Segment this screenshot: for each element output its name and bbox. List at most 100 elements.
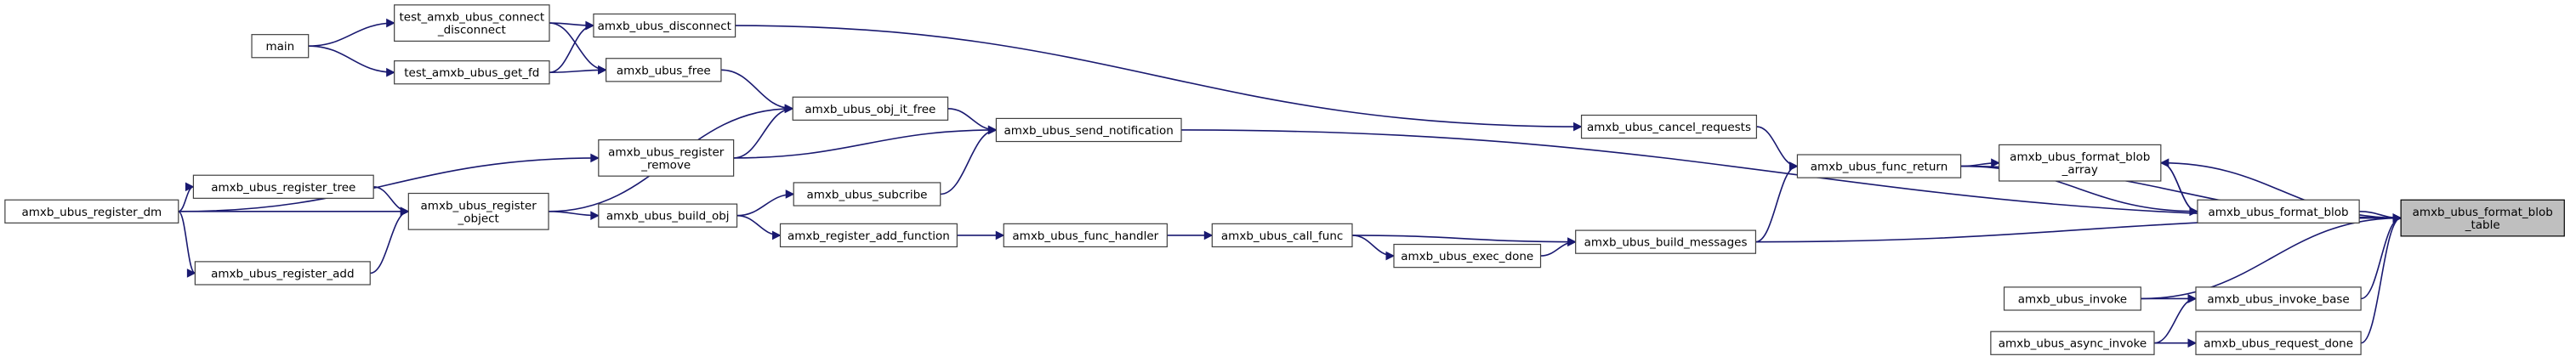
arrowhead [386, 18, 395, 28]
node-label: amxb_ubus_register_dm [21, 206, 162, 219]
node-test-get-fd[interactable]: test_amxb_ubus_get_fd [394, 60, 550, 85]
arrowhead [590, 211, 600, 220]
node-amxb-ubus-call-func[interactable]: amxb_ubus_call_func [1211, 223, 1353, 248]
node-amxb-ubus-cancel-requests[interactable]: amxb_ubus_cancel_requests [1580, 114, 1758, 139]
edge-amxb_ubus_async_invoke-to-amxb_ubus_invoke_base [2153, 294, 2198, 344]
edge-amxb_ubus_register_dm-to-amxb_ubus_register_object [178, 206, 410, 217]
node-amxb-ubus-invoke[interactable]: amxb_ubus_invoke [2003, 286, 2141, 311]
node-label: amxb_ubus_free [617, 64, 711, 77]
node-label: amxb_ubus_invoke [2018, 292, 2127, 306]
edge-amxb_ubus_register_dm-to-amxb_ubus_register_remove [178, 153, 600, 212]
node-label: amxb_ubus_format_blob [2413, 206, 2553, 219]
node-amxb-ubus-func-return[interactable]: amxb_ubus_func_return [1796, 154, 1962, 178]
node-amxb-register-add-function[interactable]: amxb_register_add_function [779, 223, 958, 248]
edge-amxb_ubus_disconnect-to-amxb_ubus_cancel_requests [735, 25, 1583, 132]
node-amxb-ubus-build-obj[interactable]: amxb_ubus_build_obj [598, 203, 738, 228]
node-amxb-ubus-register-dm[interactable]: amxb_ubus_register_dm [4, 199, 179, 223]
arrowhead [400, 206, 410, 217]
node-label: amxb_register_add_function [788, 229, 950, 243]
edge-amxb_ubus_call_func-to-amxb_ubus_exec_done [1351, 235, 1396, 261]
edge-amxb_ubus_register_object-to-amxb_ubus_build_obj [549, 211, 600, 220]
edge-amxb_ubus_register_dm-to-amxb_ubus_register_add [178, 211, 196, 278]
node-amxb-ubus-format-blob-array[interactable]: amxb_ubus_format_blob_array [1999, 144, 2162, 182]
node-label: test_amxb_ubus_connect [399, 11, 544, 25]
arrowhead [995, 230, 1005, 240]
node-amxb-ubus-format-blob-table: amxb_ubus_format_blob_table [2400, 199, 2565, 237]
node-label: amxb_ubus_exec_done [1401, 250, 1533, 263]
node-label: amxb_ubus_build_messages [1584, 236, 1748, 250]
arrowhead [598, 65, 607, 75]
node-label: amxb_ubus_subcribe [806, 188, 927, 201]
node-label: amxb_ubus_obj_it_free [805, 103, 935, 116]
arrowhead [1788, 161, 1799, 171]
node-main[interactable]: main [251, 34, 310, 59]
edge-amxb_ubus_register_remove-to-amxb_ubus_obj_it_free [733, 104, 794, 159]
node-label: amxb_ubus_format_blob [2208, 206, 2348, 219]
node-label: amxb_ubus_disconnect [598, 20, 731, 33]
node-amxb-ubus-send-notification[interactable]: amxb_ubus_send_notification [995, 117, 1182, 143]
node-amxb-ubus-async-invoke[interactable]: amxb_ubus_async_invoke [1990, 331, 2155, 355]
edge-main-to-test_connect_disconnect [308, 18, 395, 48]
node-amxb-ubus-request-done[interactable]: amxb_ubus_request_done [2195, 331, 2362, 355]
node-label: amxb_ubus_cancel_requests [1587, 121, 1751, 134]
node-amxb-ubus-register-tree[interactable]: amxb_ubus_register_tree [192, 174, 374, 199]
edge-amxb_ubus_build_obj-to-amxb_ubus_subcribe [736, 189, 795, 217]
node-label: _remove [640, 158, 691, 172]
node-amxb-ubus-register-add[interactable]: amxb_ubus_register_add [194, 261, 371, 286]
edge-amxb_register_add_function-to-amxb_ubus_func_handler [957, 230, 1005, 240]
node-label: amxb_ubus_register [421, 199, 537, 212]
node-test-connect-disconnect[interactable]: test_amxb_ubus_connect_disconnect [394, 4, 550, 42]
edge-test_get_fd-to-amxb_ubus_disconnect [549, 20, 595, 73]
node-amxb-ubus-func-handler[interactable]: amxb_ubus_func_handler [1003, 223, 1168, 248]
arrowhead [2392, 213, 2403, 223]
node-amxb-ubus-build-messages[interactable]: amxb_ubus_build_messages [1575, 229, 1757, 254]
node-label: test_amxb_ubus_get_fd [404, 66, 539, 80]
node-label: _array [2061, 163, 2098, 177]
edge-amxb_ubus_exec_done-to-amxb_ubus_build_messages [1540, 237, 1577, 257]
node-label: _object [457, 212, 498, 225]
node-label: amxb_ubus_async_invoke [1999, 337, 2147, 351]
node-label: main [265, 40, 294, 54]
node-amxb-ubus-format-blob[interactable]: amxb_ubus_format_blob [2197, 199, 2360, 223]
arrowhead [1573, 122, 1583, 132]
arrowhead [1385, 251, 1396, 261]
arrowhead [987, 125, 998, 135]
node-label: _disconnect [437, 24, 506, 37]
edge-amxb_ubus_subcribe-to-amxb_ubus_send_notification [940, 125, 998, 195]
edge-amxb_ubus_free-to-amxb_ubus_obj_it_free [720, 69, 794, 114]
node-amxb-ubus-obj-it-free[interactable]: amxb_ubus_obj_it_free [792, 96, 949, 121]
edge-amxb_ubus_request_done-to-amxb_ubus_format_blob_table [2360, 213, 2403, 344]
node-amxb-ubus-register-remove[interactable]: amxb_ubus_register_remove [598, 139, 735, 177]
node-amxb-ubus-free[interactable]: amxb_ubus_free [606, 58, 722, 82]
arrowhead [784, 104, 794, 114]
node-label: amxb_ubus_build_obj [606, 210, 730, 223]
node-label: amxb_ubus_request_done [2204, 337, 2353, 351]
arrowhead [2189, 206, 2199, 217]
edge-main-to-test_get_fd [308, 45, 395, 77]
edge-test_get_fd-to-amxb_ubus_free [549, 65, 607, 75]
arrowhead [585, 20, 595, 31]
arrowhead [1203, 230, 1214, 240]
node-label: amxb_ubus_format_blob [2010, 150, 2150, 164]
arrowhead [186, 269, 196, 278]
edge-amxb_ubus_build_obj-to-amxb_register_add_function [736, 214, 782, 240]
node-label: amxb_ubus_register_add [211, 267, 354, 280]
node-amxb-ubus-invoke-base[interactable]: amxb_ubus_invoke_base [2195, 286, 2362, 311]
node-amxb-ubus-disconnect[interactable]: amxb_ubus_disconnect [593, 13, 736, 38]
node-label: _table [2465, 218, 2500, 232]
arrowhead [2187, 338, 2198, 348]
node-label: amxb_ubus_invoke_base [2207, 292, 2349, 306]
node-amxb-ubus-exec-done[interactable]: amxb_ubus_exec_done [1393, 243, 1542, 269]
node-label: amxb_ubus_register [608, 145, 725, 159]
node-label: amxb_ubus_send_notification [1004, 124, 1174, 138]
node-amxb-ubus-register-object[interactable]: amxb_ubus_register_object [407, 192, 549, 230]
node-amxb-ubus-subcribe[interactable]: amxb_ubus_subcribe [793, 182, 941, 206]
edge-amxb_ubus_async_invoke-to-amxb_ubus_request_done [2153, 338, 2198, 348]
arrowhead [785, 189, 795, 199]
arrowhead [1567, 237, 1577, 246]
nodes-layer: maintest_amxb_ubus_connect_disconnecttes… [4, 4, 2565, 355]
edge-amxb_ubus_invoke_base-to-amxb_ubus_format_blob_table [2360, 213, 2403, 300]
edge-amxb_ubus_register_dm-to-amxb_ubus_register_tree [178, 182, 195, 212]
node-label: amxb_ubus_func_handler [1012, 229, 1158, 243]
edge-amxb_ubus_func_return-to-amxb_ubus_format_blob [1960, 165, 2199, 217]
